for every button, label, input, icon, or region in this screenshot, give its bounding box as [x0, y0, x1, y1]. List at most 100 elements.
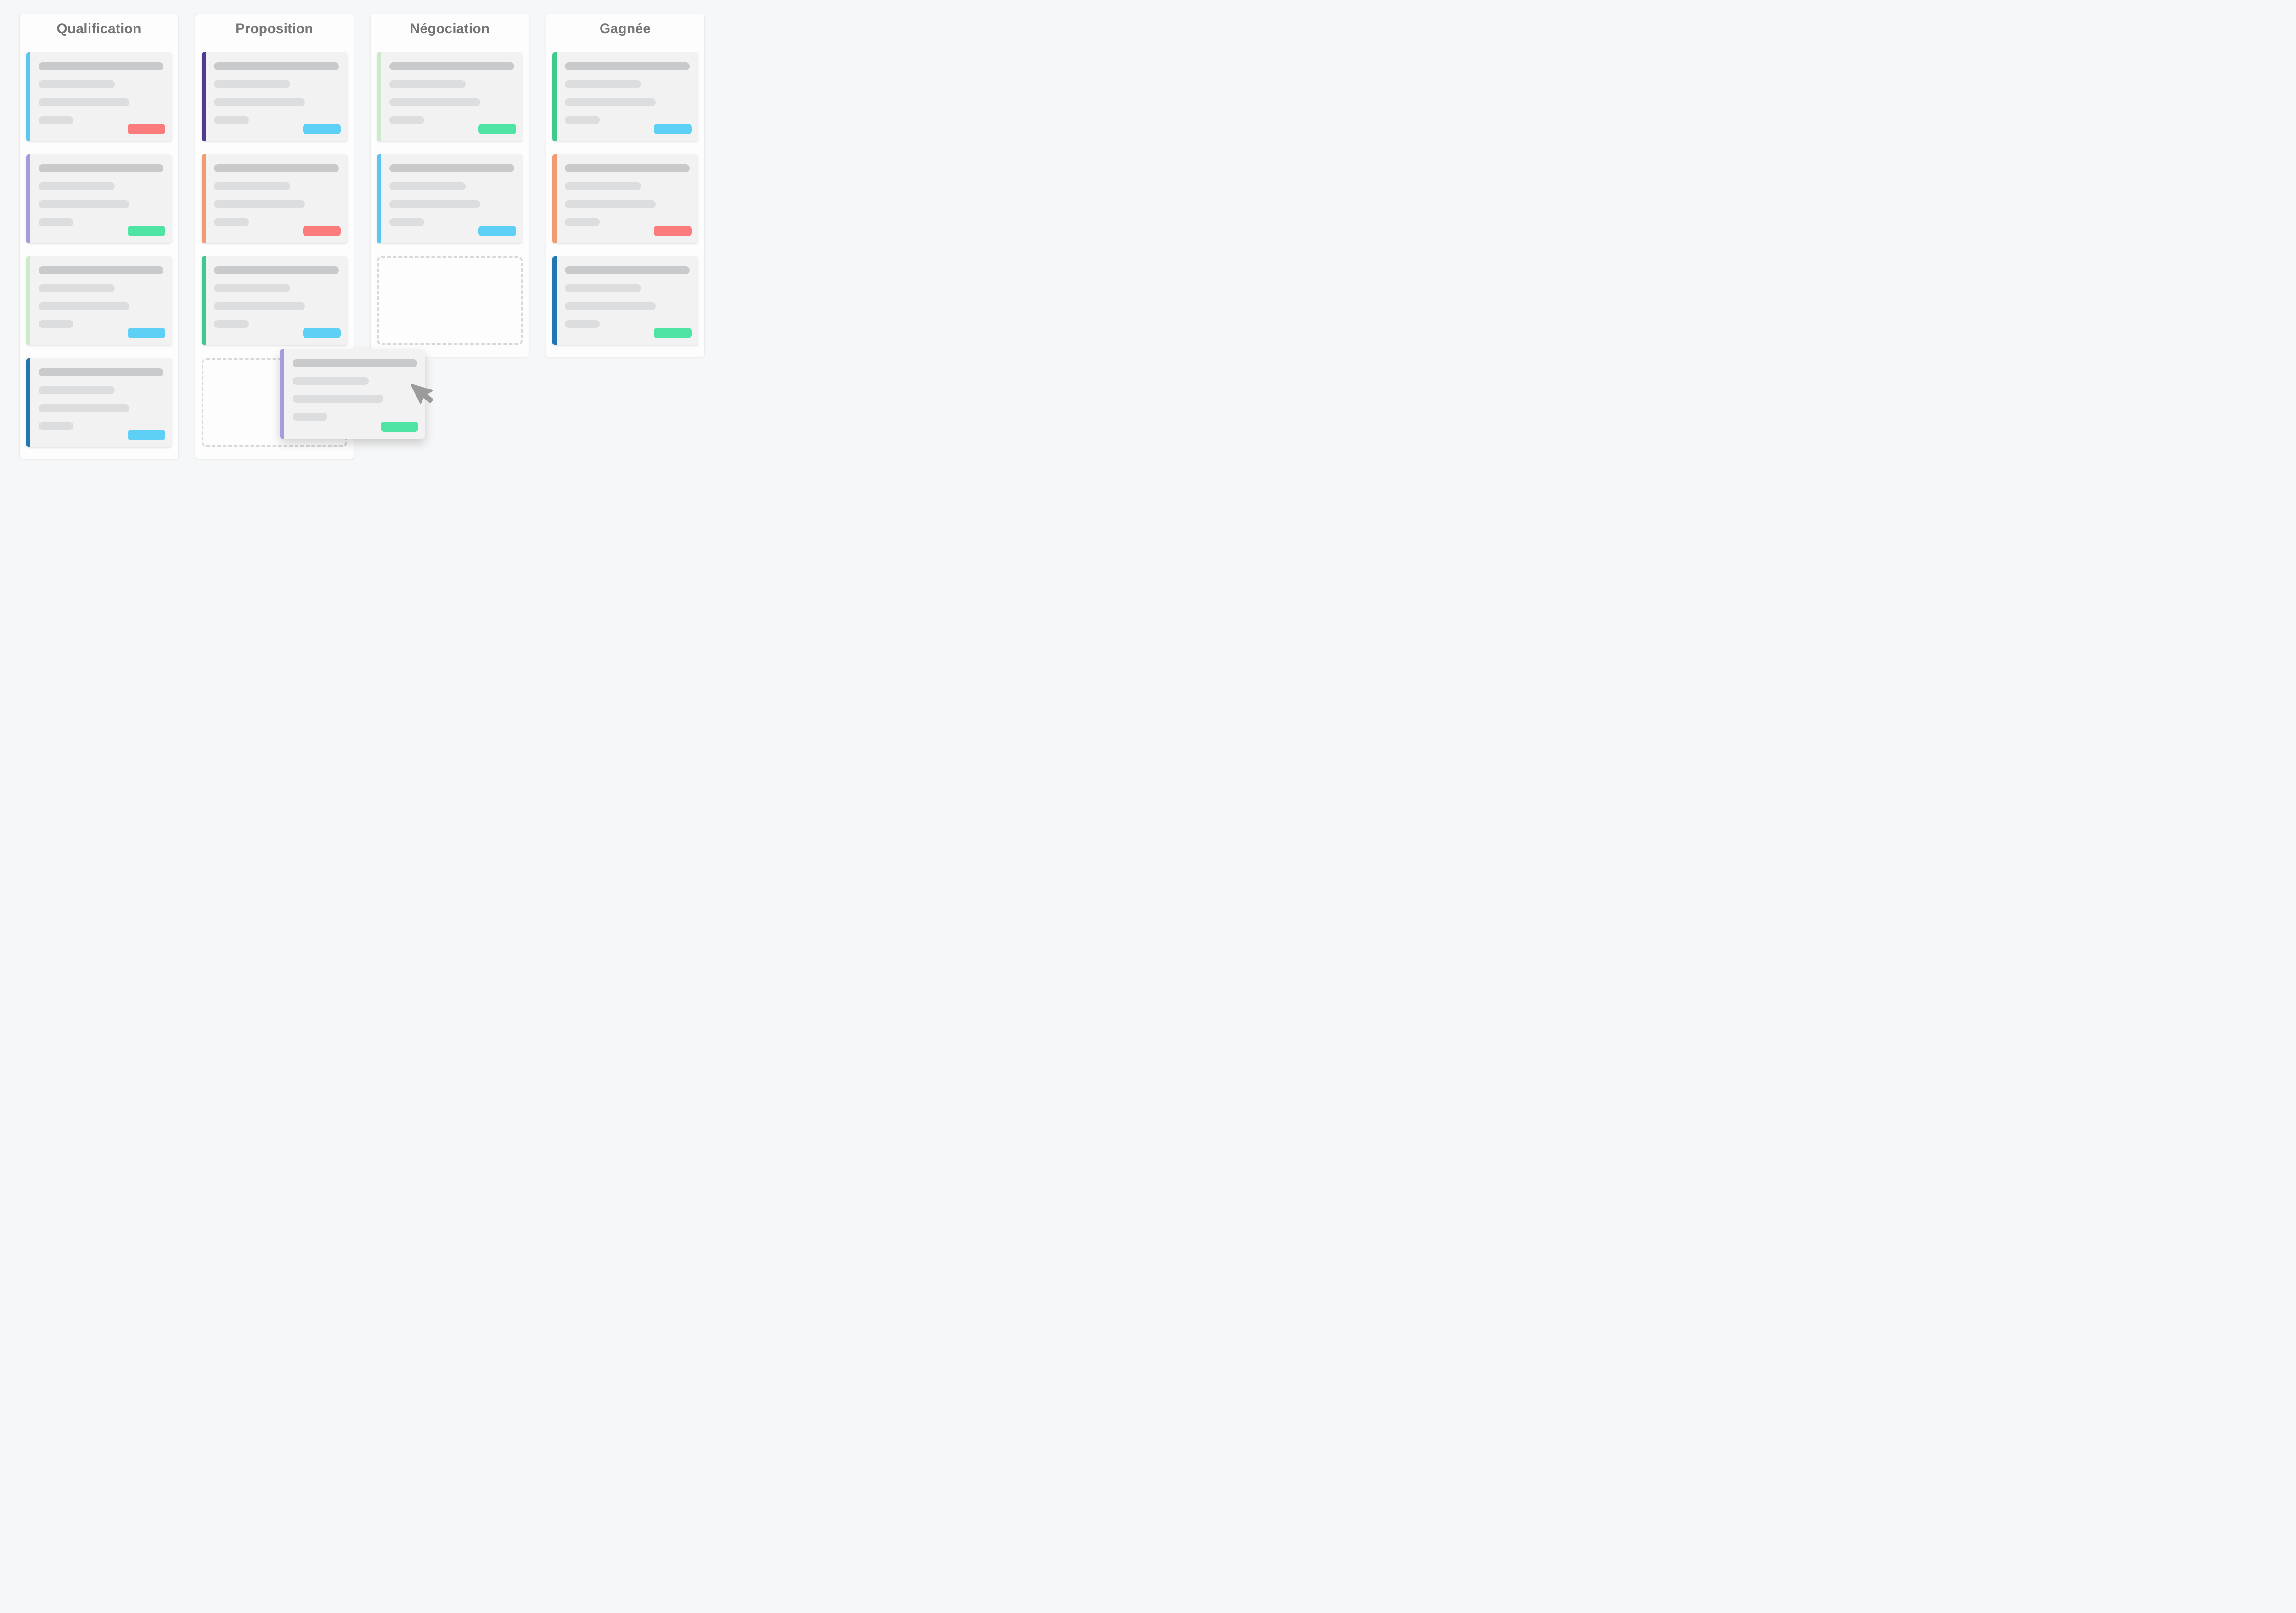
column-title: Négociation — [410, 21, 490, 36]
card-content — [26, 358, 172, 430]
skeleton-title-line — [565, 164, 690, 172]
skeleton-text-line — [389, 200, 480, 208]
opportunity-card[interactable] — [26, 154, 172, 243]
skeleton-title-line — [39, 368, 163, 376]
skeleton-text-line — [39, 404, 129, 412]
column-title: Proposition — [236, 21, 313, 36]
status-badge — [654, 328, 692, 338]
opportunity-card[interactable] — [552, 256, 698, 345]
skeleton-title-line — [214, 164, 339, 172]
card-accent-bar — [202, 154, 206, 243]
skeleton-text-line — [565, 200, 656, 208]
skeleton-text-line — [39, 182, 115, 190]
skeleton-text-line — [39, 98, 129, 106]
skeleton-title-line — [39, 266, 163, 274]
status-badge — [478, 226, 516, 236]
skeleton-text-line — [565, 284, 641, 292]
opportunity-card[interactable] — [202, 52, 347, 141]
opportunity-card[interactable] — [202, 154, 347, 243]
skeleton-meta-line — [293, 413, 327, 421]
skeleton-text-line — [214, 302, 305, 310]
skeleton-text-line — [39, 302, 129, 310]
column-title: Gagnée — [599, 21, 651, 36]
opportunity-card[interactable] — [26, 256, 172, 345]
skeleton-meta-line — [39, 422, 73, 430]
skeleton-title-line — [565, 266, 690, 274]
skeleton-meta-line — [214, 320, 249, 328]
status-badge — [654, 226, 692, 236]
skeleton-title-line — [389, 164, 514, 172]
skeleton-title-line — [214, 62, 339, 70]
skeleton-text-line — [214, 284, 290, 292]
column-slots — [377, 52, 523, 345]
column-slots — [202, 52, 347, 447]
skeleton-meta-line — [39, 320, 73, 328]
card-content — [552, 154, 698, 226]
card-content — [202, 256, 347, 328]
skeleton-title-line — [565, 62, 690, 70]
status-badge — [303, 226, 341, 236]
opportunity-card[interactable] — [377, 52, 523, 141]
skeleton-text-line — [39, 284, 115, 292]
card-accent-bar — [26, 256, 30, 345]
pipeline-board: Qualification — [0, 0, 709, 460]
card-content — [280, 349, 425, 421]
card-accent-bar — [202, 52, 206, 141]
card-accent-bar — [552, 256, 557, 345]
column-slots — [552, 52, 698, 345]
skeleton-text-line — [565, 80, 641, 88]
pipeline-column: Proposition — [195, 14, 354, 459]
skeleton-meta-line — [214, 116, 249, 124]
skeleton-meta-line — [389, 218, 424, 226]
skeleton-meta-line — [214, 218, 249, 226]
card-accent-bar — [552, 154, 557, 243]
mouse-cursor-icon — [411, 384, 433, 404]
card-accent-bar — [552, 52, 557, 141]
skeleton-title-line — [39, 62, 163, 70]
pipeline-column: Qualification — [19, 14, 179, 459]
skeleton-meta-line — [565, 116, 600, 124]
card-accent-bar — [26, 52, 30, 141]
status-badge — [128, 328, 165, 338]
skeleton-text-line — [214, 200, 305, 208]
opportunity-card[interactable] — [202, 256, 347, 345]
skeleton-text-line — [214, 98, 305, 106]
status-badge — [654, 124, 692, 134]
skeleton-text-line — [39, 386, 115, 394]
card-accent-bar — [377, 52, 381, 141]
skeleton-text-line — [293, 395, 383, 403]
skeleton-meta-line — [565, 320, 600, 328]
status-badge — [303, 328, 341, 338]
status-badge — [381, 422, 418, 432]
card-accent-bar — [26, 358, 30, 447]
card-content — [202, 52, 347, 124]
skeleton-text-line — [389, 182, 466, 190]
card-accent-bar — [26, 154, 30, 243]
skeleton-text-line — [214, 80, 290, 88]
skeleton-text-line — [39, 80, 115, 88]
skeleton-text-line — [389, 98, 480, 106]
card-content — [377, 52, 523, 124]
card-content — [202, 154, 347, 226]
skeleton-text-line — [39, 200, 129, 208]
status-badge — [128, 124, 165, 134]
skeleton-meta-line — [389, 116, 424, 124]
skeleton-title-line — [293, 359, 417, 367]
opportunity-card[interactable] — [26, 52, 172, 141]
opportunity-card[interactable] — [552, 154, 698, 243]
dragged-card[interactable] — [280, 349, 425, 439]
skeleton-meta-line — [565, 218, 600, 226]
status-badge — [478, 124, 516, 134]
opportunity-card[interactable] — [377, 154, 523, 243]
opportunity-card[interactable] — [552, 52, 698, 141]
opportunity-card[interactable] — [26, 358, 172, 447]
skeleton-text-line — [214, 182, 290, 190]
status-badge — [128, 226, 165, 236]
card-content — [26, 52, 172, 124]
skeleton-meta-line — [39, 218, 73, 226]
card-content — [552, 256, 698, 328]
drop-placeholder[interactable] — [377, 256, 523, 345]
status-badge — [303, 124, 341, 134]
card-accent-bar — [377, 154, 381, 243]
card-accent-bar — [280, 349, 284, 439]
